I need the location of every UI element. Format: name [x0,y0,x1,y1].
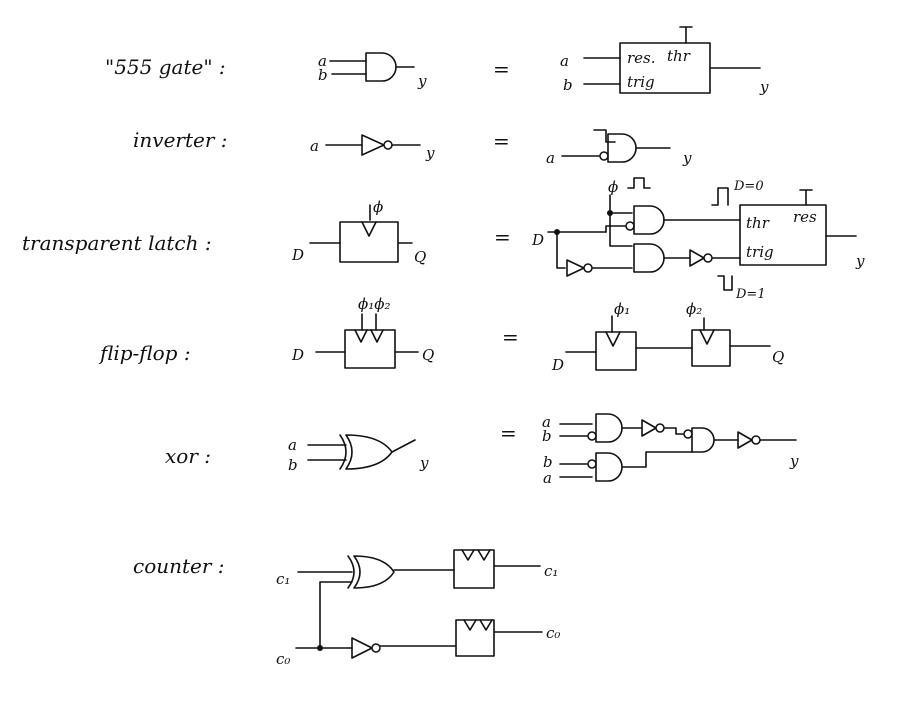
title-555-gate: "555 gate" : [105,55,226,79]
output-y-label: y [682,149,692,167]
c1-output-label: c₁ [544,562,558,580]
phi-label: ϕ [608,178,618,196]
phi2-label: ϕ₂ [686,300,702,318]
xor-gate-symbol: a b y [288,434,429,474]
d-input-label: D [291,246,304,264]
latch-symbol: ϕ D Q [291,198,426,266]
title-xor: xor : [165,444,211,468]
input-a-label: a [310,137,319,155]
input-a-label: a [546,149,555,167]
q-output-label: Q [422,346,434,364]
trig-pin-label: trig [627,73,655,91]
thr-pin-label: thr [667,47,691,65]
timer-555-box: a b res. thr trig y [560,26,769,96]
c0-output-label: c₀ [546,624,560,642]
output-y-label: y [417,72,427,90]
latch-555-implementation: ϕ D thr res [531,177,865,302]
row-transparent-latch: transparent latch : ϕ D Q = ϕ D [22,177,865,302]
output-y-label: y [425,144,435,162]
output-y-label: y [789,452,799,470]
input-a-label: a [543,469,552,487]
d-input-label: D [291,346,304,364]
equals-sign: = [494,225,511,249]
row-flip-flop: flip-flop : ϕ₁ϕ₂ D Q = ϕ₁ D ϕ₂ Q [98,295,784,374]
row-counter: counter : c₁ c₀ c₁ c₀ [133,549,560,668]
input-b-label: b [542,427,552,445]
inverter-symbol: a y [310,134,435,162]
d-input-label: D [551,356,564,374]
c1-input-label: c₁ [276,570,290,588]
title-inverter: inverter : [133,128,228,152]
phi-label: ϕ [373,198,383,216]
input-a-label: a [542,413,551,431]
row-inverter: inverter : a y = a y [133,128,692,167]
thr-pin-label: thr [746,214,770,232]
output-y-label: y [419,454,429,472]
c0-input-label: c₀ [276,650,290,668]
equals-sign: = [493,129,510,153]
res-pin-label: res. [627,49,656,67]
title-counter: counter : [133,554,225,578]
input-b-label: b [563,76,573,94]
counter-circuit: c₁ c₀ c₁ c₀ [276,549,560,668]
d0-annotation: D=0 [733,179,764,194]
title-flip-flop: flip-flop : [98,341,191,365]
flip-flop-two-latches: ϕ₁ D ϕ₂ Q [551,300,784,374]
equals-sign: = [493,57,510,81]
output-y-label: y [855,252,865,270]
phi1-phi2-label: ϕ₁ϕ₂ [358,295,390,313]
equals-sign: = [500,421,517,445]
row-xor: xor : a b y = a b y [165,413,799,487]
input-a-label: a [288,436,297,454]
phi1-label: ϕ₁ [614,300,630,318]
input-a-label: a [560,52,569,70]
q-output-label: Q [414,248,426,266]
input-b-label: b [543,453,553,471]
output-y-label: y [759,78,769,96]
row-555-gate: "555 gate" : a b y = a b res. thr trig y [105,26,769,96]
input-b-label: b [318,66,328,84]
equals-sign: = [502,325,519,349]
input-a-label: a [318,52,327,70]
res-pin-label: res [793,208,817,226]
trig-pin-label: trig [746,243,774,261]
d-input-label: D [531,231,544,249]
input-b-label: b [288,456,298,474]
flip-flop-symbol: ϕ₁ϕ₂ D Q [291,295,434,369]
d1-annotation: D=1 [735,287,766,302]
and-gate-symbol: a b y [318,52,427,90]
xor-nand-implementation: a b y b a [542,413,799,487]
inverter-555-equivalent: a y [546,129,692,167]
q-output-label: Q [772,348,784,366]
title-transparent-latch: transparent latch : [22,231,212,255]
